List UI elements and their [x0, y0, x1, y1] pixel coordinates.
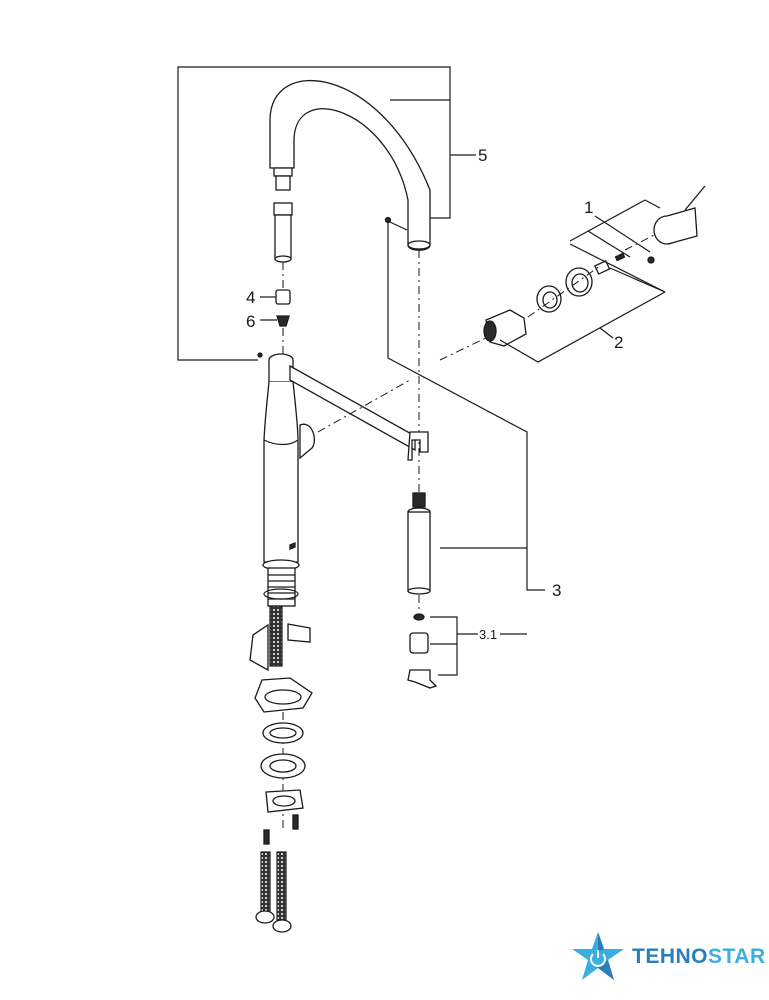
mounting-bracket: [249, 623, 311, 672]
callout-label-3-1: 3.1: [479, 627, 497, 642]
spout-connector: [273, 167, 293, 263]
callout-frame-4: [177, 66, 476, 361]
cartridge-nut: [536, 285, 562, 313]
logo-text-part2: STAR: [708, 945, 766, 968]
base-plate: [254, 677, 313, 713]
part-5: 4: [246, 288, 291, 307]
star-power-icon: [572, 932, 624, 980]
callout-label-4: 5: [478, 146, 487, 165]
callout-frame-1: [569, 199, 661, 258]
tehnostar-logo: TEHNOSTAR: [570, 930, 765, 982]
connection-hoses: [255, 851, 292, 933]
mixer-body: [262, 353, 315, 607]
callout-label-1: 1: [584, 198, 593, 217]
spray-parts-3-1: [407, 613, 438, 689]
lever-handle: [647, 185, 706, 264]
adapter: [594, 252, 626, 275]
screws: [263, 814, 299, 845]
part-6: 6: [246, 312, 290, 331]
logo-text: TEHNOSTAR: [632, 945, 766, 969]
callout-frame-2: [499, 243, 666, 363]
spray-head: [407, 492, 431, 595]
callout-label-5: 4: [246, 288, 255, 307]
hose-upper: [269, 605, 283, 667]
cartridge: [483, 309, 527, 347]
cover-ring: [565, 267, 593, 297]
washer-2: [260, 753, 306, 779]
clamp-plate: [265, 789, 304, 813]
logo-text-part1: TEHNO: [632, 945, 708, 968]
callout-frame-3-1: [430, 616, 527, 676]
callout-label-3: 3: [552, 581, 561, 600]
washer-1: [262, 722, 304, 744]
callout-label-2: 2: [614, 333, 623, 352]
spray-holder-arm: [289, 364, 429, 461]
callout-label-6: 6: [246, 312, 255, 331]
spout: [269, 79, 431, 251]
